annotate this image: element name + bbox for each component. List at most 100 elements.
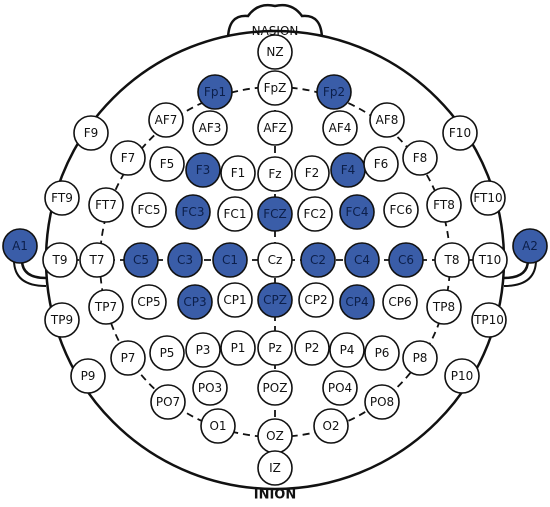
electrode-cz: Cz [257,242,293,278]
electrode-label: FC1 [224,207,247,221]
electrode-label: Fp1 [204,85,226,99]
electrode-label: P8 [413,351,428,365]
electrode-cp6: CP6 [382,284,418,320]
electrode-marker [402,140,438,176]
electrode-marker [470,180,506,216]
electrode-marker [185,332,221,368]
electrode-label: P10 [451,369,474,383]
electrode-label: C5 [133,253,149,267]
electrode-po3: PO3 [192,370,228,406]
electrode-marker [150,384,186,420]
electrode-marker [442,115,478,151]
electrode-label: Fz [268,167,281,181]
electrode-c5: C5 [123,242,159,278]
electrode-fc4: FC4 [339,194,375,230]
electrode-marker [322,370,358,406]
electrode-t7: T7 [79,242,115,278]
electrode-marker [197,74,233,110]
electrode-label: C3 [177,253,193,267]
electrode-marker [149,335,185,371]
electrode-marker [257,330,293,366]
electrode-marker [148,102,184,138]
electrode-af7: AF7 [148,102,184,138]
electrode-label: P2 [305,341,320,355]
electrode-marker [298,282,334,318]
electrode-label: PO3 [198,381,222,395]
electrode-label: P7 [121,351,136,365]
electrode-label: T9 [52,253,68,267]
electrode-marker [42,242,78,278]
electrode-marker [383,192,419,228]
electrode-marker [167,242,203,278]
electrode-f5: F5 [149,146,185,182]
electrode-marker [217,282,253,318]
electrode-cp4: CP4 [339,284,375,320]
electrode-marker [149,146,185,182]
electrode-marker [220,155,256,191]
electrode-label: T7 [89,253,105,267]
electrode-oz: OZ [257,418,293,454]
electrode-p1: P1 [220,330,256,366]
electrode-ft10: FT10 [470,180,506,216]
electrode-marker [364,384,400,420]
electrode-marker [322,110,358,146]
electrode-label: PO7 [156,395,180,409]
electrode-marker [131,284,167,320]
electrode-label: P5 [160,346,175,360]
electrode-label: F1 [231,166,246,180]
electrode-fp2: Fp2 [316,74,352,110]
electrode-label: TP8 [432,300,455,314]
electrode-label: P1 [231,341,246,355]
electrode-marker [73,115,109,151]
electrode-marker [177,284,213,320]
electrode-label: OZ [266,429,284,443]
electrode-label: AFZ [263,121,286,135]
electrode-c2: C2 [300,242,336,278]
electrode-marker [512,228,548,264]
electrode-label: Cz [268,253,283,267]
electrode-label: CP6 [388,295,411,309]
electrode-marker [110,340,146,376]
electrode-c4: C4 [344,242,380,278]
electrode-label: FT10 [473,191,502,205]
electrode-tp10: TP10 [471,302,507,338]
electrode-label: PO4 [328,381,352,395]
electrode-f6: F6 [363,146,399,182]
electrode-label: FC3 [182,205,205,219]
electrode-marker [329,332,365,368]
electrode-marker [426,289,462,325]
electrode-label: CPZ [263,293,287,307]
electrode-f9: F9 [73,115,109,151]
electrode-label: T10 [478,253,502,267]
electrode-label: FC5 [138,203,161,217]
electrode-label: FCZ [263,207,287,221]
electrode-marker [110,140,146,176]
electrode-p7: P7 [110,340,146,376]
electrode-tp9: TP9 [44,302,80,338]
electrode-marker [363,146,399,182]
electrode-label: PO8 [370,395,394,409]
electrode-label: FT7 [95,198,117,212]
electrode-marker [212,242,248,278]
electrode-label: F6 [374,157,389,171]
electrode-label: FC6 [390,203,413,217]
electrode-t10: T10 [472,242,508,278]
electrode-iz: IZ [257,450,293,486]
electrode-fc2: FC2 [297,196,333,232]
electrode-marker [44,302,80,338]
right-ear-inner [503,259,537,287]
electrode-marker [426,187,462,223]
electrode-po8: PO8 [364,384,400,420]
electrode-label: F8 [413,151,428,165]
electrode-marker [313,408,349,444]
electrode-p8: P8 [402,340,438,376]
electrode-marker [471,302,507,338]
electrode-label: P9 [81,369,96,383]
electrode-marker [339,194,375,230]
electrode-c6: C6 [388,242,424,278]
electrode-label: A2 [522,239,538,253]
electrode-marker [294,330,330,366]
electrode-marker [257,450,293,486]
electrode-label: C4 [354,253,370,267]
